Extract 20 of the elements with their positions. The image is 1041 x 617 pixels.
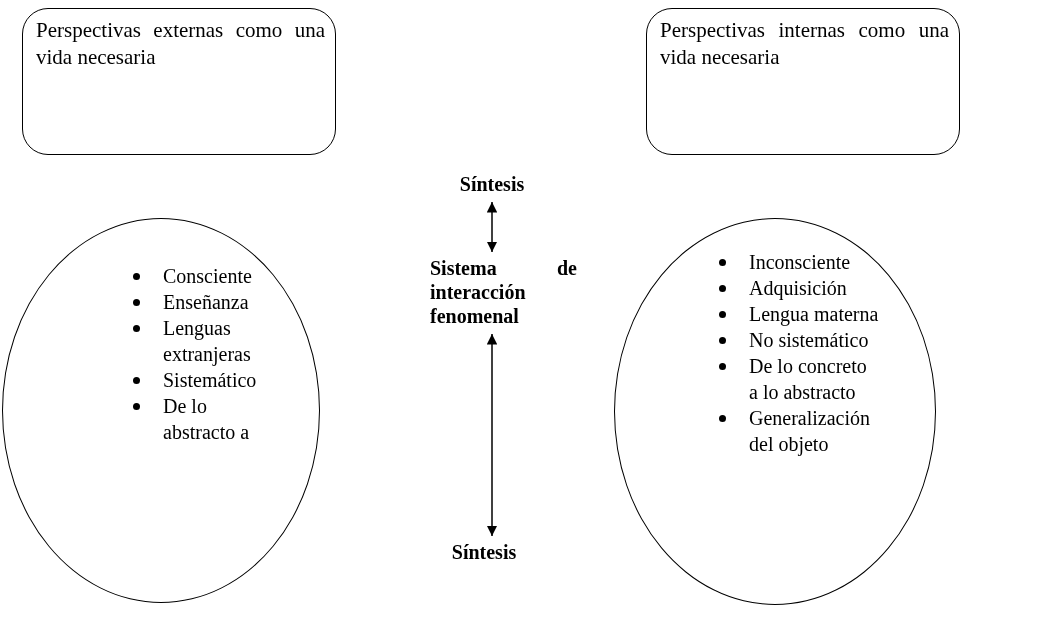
double-arrow	[486, 201, 498, 253]
box-text: Perspectivas externas como una vida necesaria	[36, 17, 325, 71]
bold-text: Sistema de interacción fenomenal	[430, 256, 577, 330]
list-item: Consciente	[163, 264, 252, 289]
double-arrow	[486, 333, 498, 537]
list-item: De lo abstracto a	[163, 394, 251, 445]
list-item: Lenguas extranjeras	[163, 316, 252, 367]
list-item: Lengua materna	[749, 302, 879, 327]
bold-text: Síntesis	[438, 540, 530, 566]
list-item: Sistemático	[163, 368, 257, 393]
bold-text: Síntesis	[446, 172, 538, 198]
rounded-box	[646, 8, 960, 155]
list-item: De lo concreto a lo abstracto	[749, 354, 868, 405]
list-item: Generalización del objeto	[749, 406, 872, 457]
list-item: Adquisición	[749, 276, 847, 301]
list-item: Enseñanza	[163, 290, 249, 315]
box-text: Perspectivas internas como una vida necesaria	[660, 17, 949, 71]
rounded-box	[22, 8, 336, 155]
list-item: No sistemático	[749, 328, 869, 353]
list-item: Inconsciente	[749, 250, 851, 275]
